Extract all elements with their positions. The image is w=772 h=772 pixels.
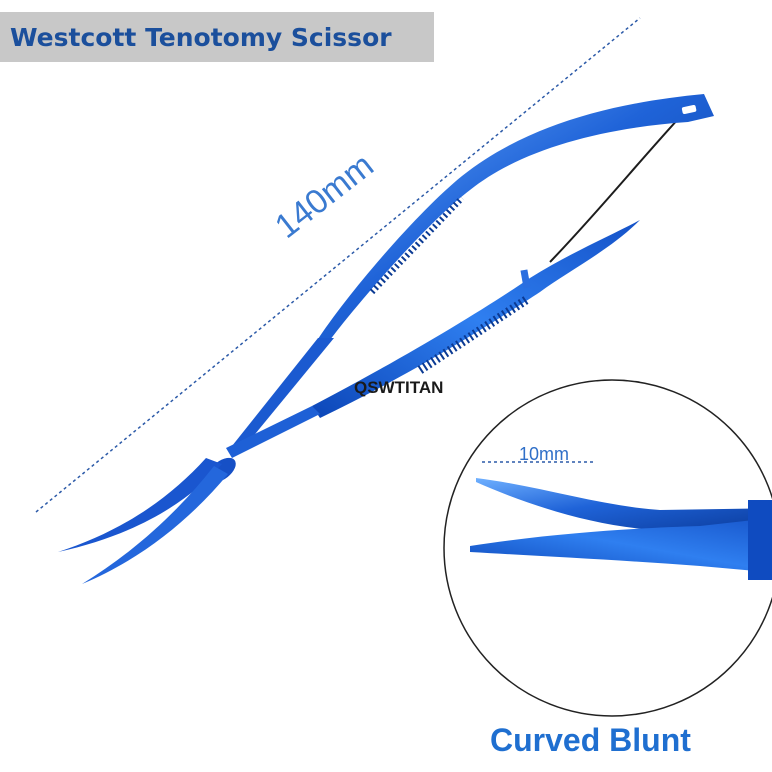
spring-wire xyxy=(549,105,691,263)
lower-shaft xyxy=(226,406,320,458)
title-banner: Westcott Tenotomy Scissor xyxy=(0,12,434,62)
upper-grip-serration xyxy=(369,195,465,295)
brand-watermark: QSWTITAN xyxy=(354,378,444,397)
magnified-tip xyxy=(470,478,772,580)
magnified-lower-blade xyxy=(470,516,772,574)
lower-grip-serration xyxy=(417,296,529,374)
upper-blade xyxy=(58,458,222,552)
handle-slot xyxy=(681,104,697,114)
magnified-upper-blade xyxy=(476,478,772,530)
magnified-joint xyxy=(748,500,772,580)
tip-length-label: 10mm xyxy=(519,444,570,464)
lower-handle xyxy=(312,220,640,418)
stop-pin xyxy=(520,269,531,289)
lower-blade xyxy=(82,466,228,584)
length-dimension-line xyxy=(35,17,641,513)
product-title: Westcott Tenotomy Scissor xyxy=(10,22,392,52)
tip-type-caption: Curved Blunt xyxy=(490,722,691,758)
upper-shaft xyxy=(232,338,334,450)
upper-handle xyxy=(316,94,714,342)
